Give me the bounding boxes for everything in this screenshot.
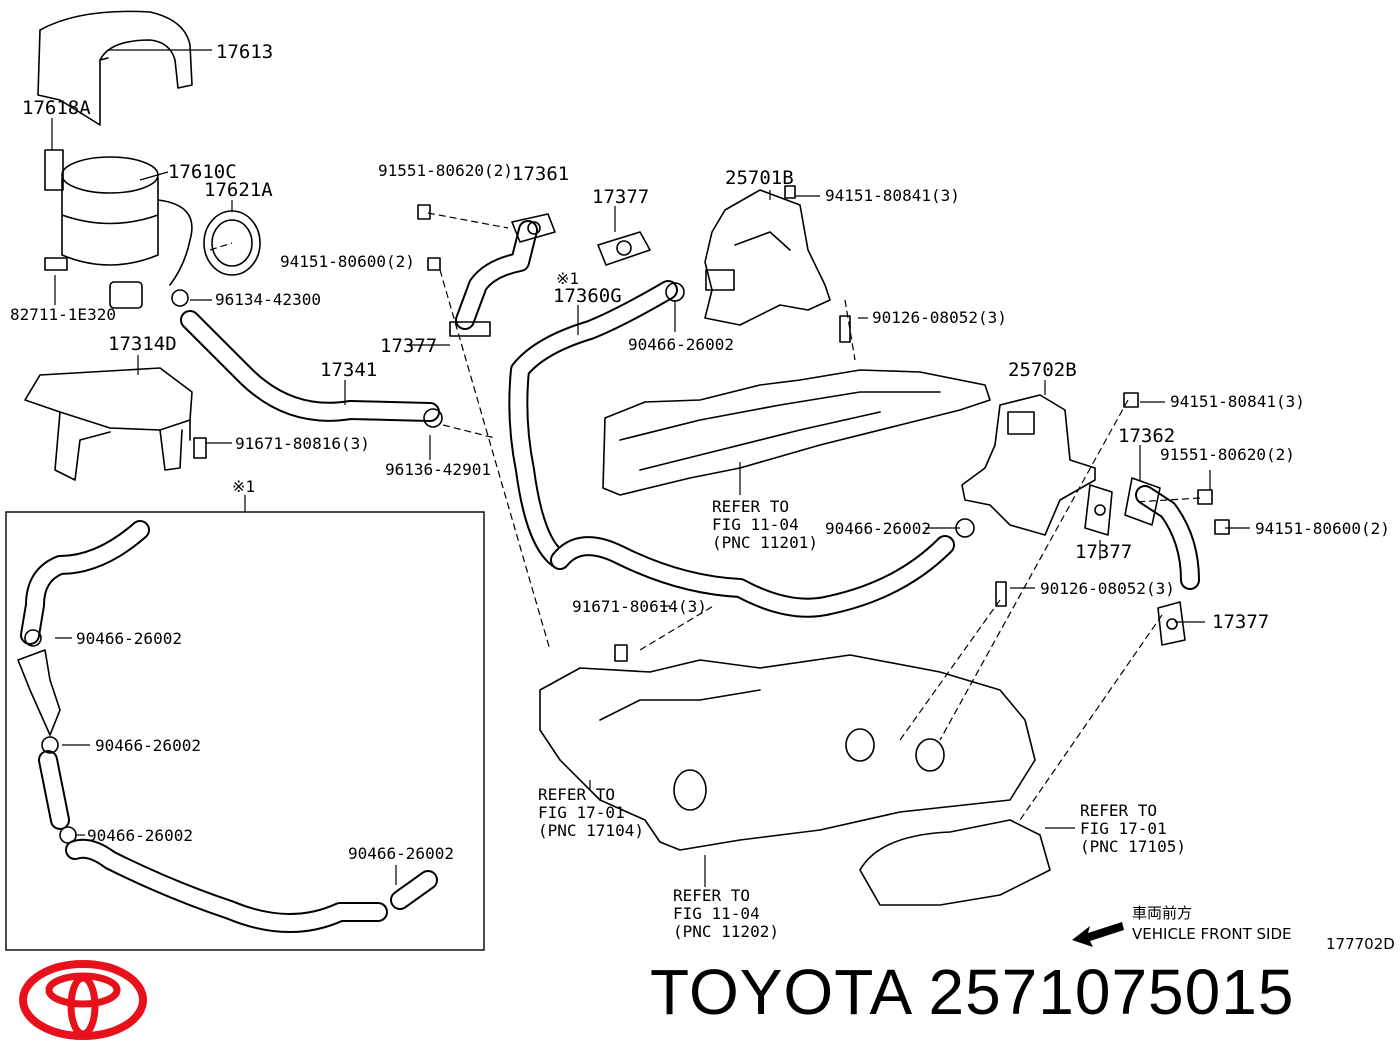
label-82711: 82711-1E320 bbox=[10, 305, 116, 324]
label-90466-e: 90466-26002 bbox=[87, 826, 193, 845]
leader-lines bbox=[51, 49, 1250, 887]
label-90126-b: 90126-08052(3) bbox=[1040, 579, 1175, 598]
gasket-17377-upper bbox=[597, 231, 651, 266]
air-pump-17610C bbox=[44, 149, 193, 309]
ref-11201-line3: (PNC 11201) bbox=[712, 533, 818, 552]
brand-part-number: TOYOTA 2571075015 bbox=[650, 956, 1295, 1028]
ref-11201-line1: REFER TO bbox=[712, 497, 789, 516]
ref-17105-line2: FIG 17-01 bbox=[1080, 819, 1167, 838]
label-94151-841a: 94151-80841(3) bbox=[825, 186, 960, 205]
label-96134: 96134-42300 bbox=[215, 290, 321, 309]
gasket-17377-lower bbox=[1157, 601, 1186, 646]
label-91671-614: 91671-80614(3) bbox=[572, 597, 707, 616]
ref-11201-line2: FIG 11-04 bbox=[712, 515, 799, 534]
ref-11202-line1: REFER TO bbox=[673, 886, 750, 905]
ref-17104-line1: REFER TO bbox=[538, 785, 615, 804]
label-mark-b: ※1 bbox=[232, 477, 255, 496]
head-lower bbox=[539, 654, 1036, 851]
front-en-label: VEHICLE FRONT SIDE bbox=[1132, 925, 1292, 943]
front-jp-label: 車両前方 bbox=[1132, 904, 1192, 922]
label-17618A: 17618A bbox=[22, 97, 91, 119]
label-91671-816: 91671-80816(3) bbox=[235, 434, 370, 453]
label-17361: 17361 bbox=[512, 163, 569, 185]
label-17377-b: 17377 bbox=[592, 186, 649, 208]
label-17362: 17362 bbox=[1118, 425, 1175, 447]
label-90466-c: 90466-26002 bbox=[76, 629, 182, 648]
label-25702B: 25702B bbox=[1008, 359, 1077, 381]
label-17610C: 17610C bbox=[168, 161, 237, 183]
label-17377-d: 17377 bbox=[1212, 611, 1269, 633]
label-mark-a: ※1 bbox=[556, 269, 579, 288]
label-96136: 96136-42901 bbox=[385, 460, 491, 479]
vehicle-front-arrow-icon bbox=[1072, 922, 1124, 947]
ref-17105-line1: REFER TO bbox=[1080, 801, 1157, 820]
hose-17360G bbox=[508, 280, 955, 618]
label-17613: 17613 bbox=[216, 41, 273, 63]
label-17377-a: 17377 bbox=[380, 335, 437, 357]
label-90126-a: 90126-08052(3) bbox=[872, 308, 1007, 327]
label-90466-d: 90466-26002 bbox=[95, 736, 201, 755]
alt-hose-box bbox=[5, 511, 485, 951]
label-94151-841b: 94151-80841(3) bbox=[1170, 392, 1305, 411]
toyota-logo-icon bbox=[19, 960, 147, 1040]
label-25701B: 25701B bbox=[725, 167, 794, 189]
label-94151-600b: 94151-80600(2) bbox=[1255, 519, 1390, 538]
valve-25701B bbox=[704, 189, 831, 326]
label-90466-f: 90466-26002 bbox=[348, 844, 454, 863]
bracket-17314D bbox=[24, 367, 193, 481]
label-90466-b: 90466-26002 bbox=[825, 519, 931, 538]
label-90466-a: 90466-26002 bbox=[628, 335, 734, 354]
ref-17104-line3: (PNC 17104) bbox=[538, 821, 644, 840]
valve-25702B bbox=[961, 394, 1096, 536]
figure-code: 177702D bbox=[1326, 935, 1395, 953]
label-91551-b: 91551-80620(2) bbox=[1160, 445, 1295, 464]
ref-11202-line2: FIG 11-04 bbox=[673, 904, 760, 923]
fasteners bbox=[24, 185, 1230, 844]
cover-17613 bbox=[37, 10, 193, 126]
hose-17341 bbox=[180, 310, 440, 422]
label-91551-a: 91551-80620(2) bbox=[378, 161, 513, 180]
pipe-17361 bbox=[449, 213, 556, 337]
ref-17105-line3: (PNC 17105) bbox=[1080, 837, 1186, 856]
pipe-17362 bbox=[1084, 477, 1200, 590]
exhaust-manifold bbox=[859, 819, 1051, 906]
ref-11202-line3: (PNC 11202) bbox=[673, 922, 779, 941]
label-94151-600a: 94151-80600(2) bbox=[280, 252, 415, 271]
label-17360G: 17360G bbox=[553, 285, 622, 307]
head-cover-upper bbox=[602, 369, 991, 496]
ref-17104-line2: FIG 17-01 bbox=[538, 803, 625, 822]
label-17341: 17341 bbox=[320, 359, 377, 381]
label-17621A: 17621A bbox=[204, 179, 273, 201]
label-17314D: 17314D bbox=[108, 333, 177, 355]
label-17377-c: 17377 bbox=[1075, 541, 1132, 563]
